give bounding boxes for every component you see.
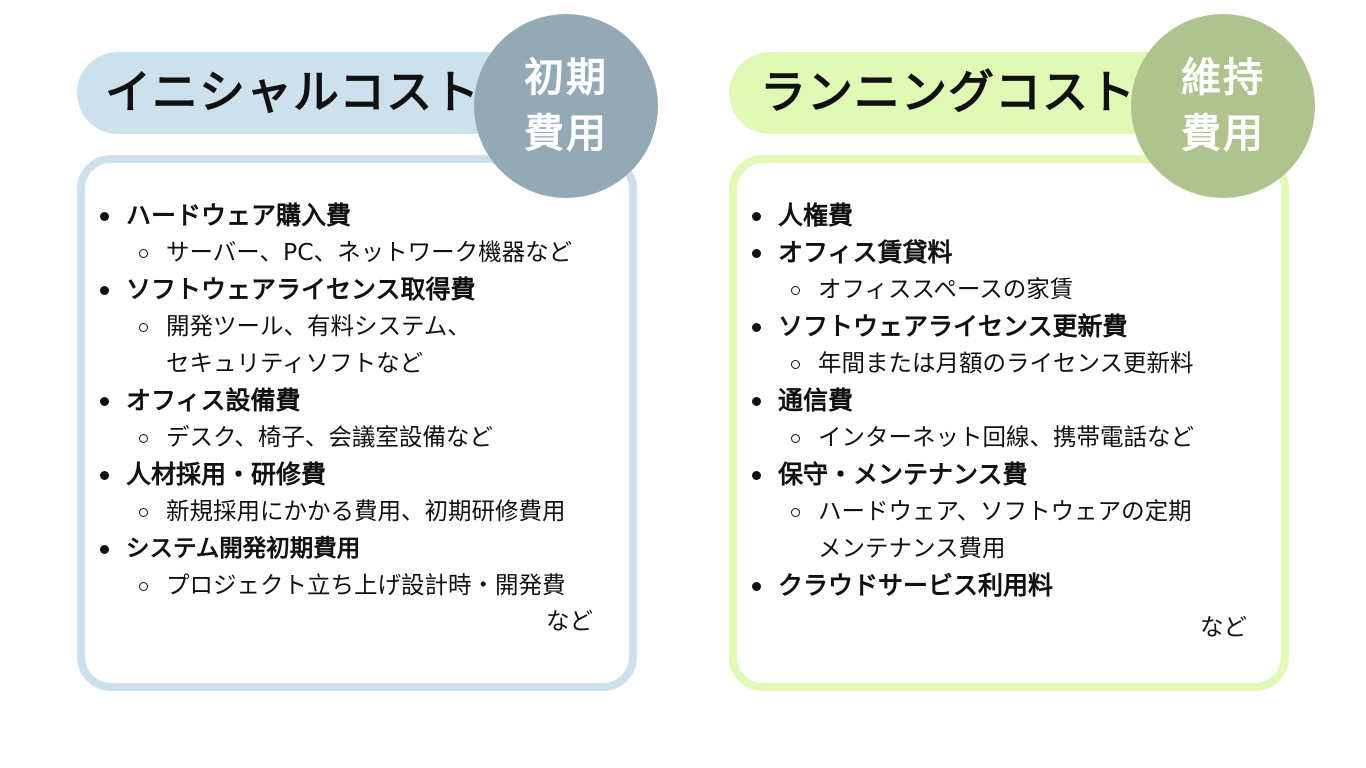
running-cost-title: ランニングコスト	[760, 65, 1136, 119]
item-detail: 開発ツール、有料システム、 セキュリティソフトなど	[98, 308, 572, 382]
running-badge-line1: 維持	[1181, 55, 1265, 101]
item-detail: オフィススペースの家賃	[750, 271, 1194, 308]
item-heading: 保守・メンテナンス費	[750, 456, 1194, 493]
item-detail: インターネット回線、携帯電話など	[750, 419, 1194, 456]
list-item: 人材採用・研修費 新規採用にかかる費用、初期研修費用	[98, 456, 572, 530]
list-item: オフィス設備費 デスク、椅子、会議室設備など	[98, 382, 572, 456]
item-heading: オフィス賃貸料	[750, 234, 1194, 271]
list-item: 保守・メンテナンス費 ハードウェア、ソフトウェアの定期 メンテナンス費用	[750, 456, 1194, 567]
list-item: ソフトウェアライセンス更新費 年間または月額のライセンス更新料	[750, 308, 1194, 382]
list-item: システム開発初期費用 プロジェクト立ち上げ設計時・開発費	[98, 530, 572, 604]
list-item: 通信費 インターネット回線、携帯電話など	[750, 382, 1194, 456]
item-detail: ハードウェア、ソフトウェアの定期 メンテナンス費用	[750, 493, 1194, 567]
item-detail: 年間または月額のライセンス更新料	[750, 345, 1194, 382]
item-detail: プロジェクト立ち上げ設計時・開発費	[98, 567, 572, 604]
item-detail: 新規採用にかかる費用、初期研修費用	[98, 493, 572, 530]
item-heading: オフィス設備費	[98, 382, 572, 419]
item-heading: クラウドサービス利用料	[750, 567, 1194, 604]
item-heading: ソフトウェアライセンス取得費	[98, 271, 572, 308]
list-item: ハードウェア購入費 サーバー、PC、ネットワーク機器など	[98, 197, 572, 271]
initial-cost-badge: 初期 費用	[474, 14, 658, 198]
running-badge-line2: 費用	[1181, 111, 1265, 157]
running-cost-box	[729, 155, 1289, 691]
item-heading: システム開発初期費用	[98, 530, 572, 567]
list-item: 人権費	[750, 197, 1194, 234]
running-etc-note: など	[1200, 613, 1247, 641]
item-detail: デスク、椅子、会議室設備など	[98, 419, 572, 456]
item-heading: ハードウェア購入費	[98, 197, 572, 234]
list-item: ソフトウェアライセンス取得費 開発ツール、有料システム、 セキュリティソフトなど	[98, 271, 572, 382]
item-detail: サーバー、PC、ネットワーク機器など	[98, 234, 572, 271]
list-item: オフィス賃貸料 オフィススペースの家賃	[750, 234, 1194, 308]
list-item: クラウドサービス利用料	[750, 567, 1194, 604]
initial-cost-title: イニシャルコスト	[105, 65, 481, 119]
item-heading: 人材採用・研修費	[98, 456, 572, 493]
initial-cost-list: ハードウェア購入費 サーバー、PC、ネットワーク機器など ソフトウェアライセンス…	[98, 197, 572, 604]
item-heading: 通信費	[750, 382, 1194, 419]
initial-badge-line1: 初期	[524, 55, 608, 101]
initial-cost-box	[77, 155, 637, 691]
initial-badge-line2: 費用	[524, 111, 608, 157]
item-heading: 人権費	[750, 197, 1194, 234]
running-cost-badge: 維持 費用	[1131, 14, 1315, 198]
running-cost-list: 人権費 オフィス賃貸料 オフィススペースの家賃 ソフトウェアライセンス更新費 年…	[750, 197, 1194, 604]
item-heading: ソフトウェアライセンス更新費	[750, 308, 1194, 345]
initial-etc-note: など	[546, 607, 593, 635]
